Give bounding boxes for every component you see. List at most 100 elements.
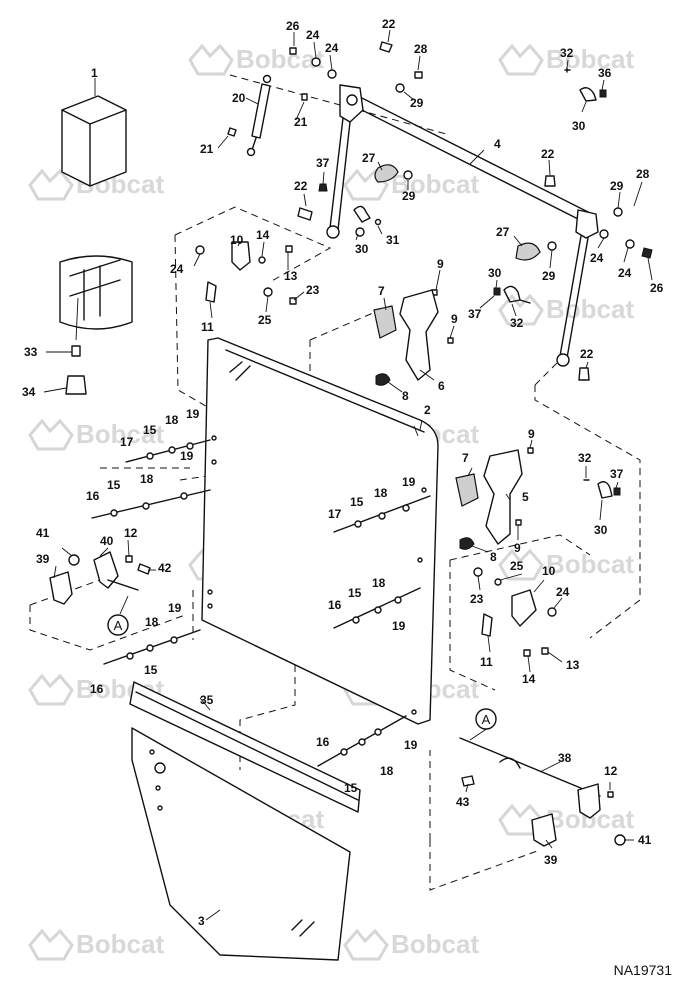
- callout-26: 26: [286, 19, 300, 33]
- callout-18: 18: [145, 615, 159, 629]
- callout-5: 5: [522, 490, 529, 504]
- watermark-1: Bobcat: [188, 43, 324, 76]
- callout-15: 15: [107, 478, 121, 492]
- part-2-window: [201, 337, 439, 725]
- callout-9: 9: [514, 541, 521, 555]
- callout-8: 8: [402, 389, 409, 403]
- callout-9: 9: [528, 427, 535, 441]
- callout-29: 29: [542, 269, 556, 283]
- callout-34: 34: [22, 385, 36, 399]
- callout-22: 22: [382, 17, 396, 31]
- callout-27: 27: [496, 225, 510, 239]
- callout-19: 19: [402, 475, 416, 489]
- callout-30: 30: [488, 266, 502, 280]
- callout-26: 26: [650, 281, 664, 295]
- callout-7: 7: [378, 284, 385, 298]
- hardware: [49, 41, 653, 847]
- callout-10: 10: [230, 233, 244, 247]
- callout-37: 37: [610, 467, 624, 481]
- callout-28: 28: [414, 42, 428, 56]
- callout-14: 14: [522, 672, 536, 686]
- callout-22: 22: [294, 179, 308, 193]
- callout-15: 15: [143, 423, 157, 437]
- watermark-text: Bobcat: [546, 294, 634, 324]
- callout-36: 36: [598, 66, 612, 80]
- callout-30: 30: [594, 523, 608, 537]
- watermark-15: Bobcat: [343, 928, 479, 961]
- callout-21: 21: [200, 142, 214, 156]
- callout-22: 22: [580, 347, 594, 361]
- callout-32: 32: [510, 316, 524, 330]
- callout-15: 15: [348, 586, 362, 600]
- watermark-2: Bobcat: [498, 43, 634, 76]
- part-1-box: [61, 95, 127, 187]
- part-35-channel: [129, 681, 361, 813]
- callout-11: 11: [201, 320, 214, 334]
- bobcat-head-icon: [498, 293, 544, 326]
- callout-23: 23: [306, 283, 320, 297]
- handle-lower: [455, 449, 523, 545]
- callout-15: 15: [144, 663, 158, 677]
- callout-7: 7: [462, 451, 469, 465]
- callout-14: 14: [256, 228, 270, 242]
- part-3-lower-window: [131, 727, 351, 961]
- callout-33: 33: [24, 345, 38, 359]
- callout-18: 18: [165, 413, 179, 427]
- callout-18: 18: [374, 486, 388, 500]
- hinge-inset: [59, 255, 133, 330]
- callout-28: 28: [636, 167, 650, 181]
- callout-35: 35: [200, 693, 214, 707]
- callout-4: 4: [494, 137, 501, 151]
- watermark-6: Bobcat: [28, 418, 164, 451]
- callout-37: 37: [316, 156, 330, 170]
- callout-19: 19: [180, 449, 194, 463]
- watermark-14: Bobcat: [28, 928, 164, 961]
- callout-19: 19: [392, 619, 406, 633]
- callout-30: 30: [572, 119, 586, 133]
- callout-8: 8: [490, 550, 497, 564]
- bobcat-head-icon: [498, 548, 544, 581]
- callout-13: 13: [284, 269, 298, 283]
- callout-2: 2: [424, 403, 431, 417]
- callout-29: 29: [410, 96, 424, 110]
- reference-marker-left: A: [107, 614, 129, 636]
- bobcat-head-icon: [188, 43, 234, 76]
- watermark-text: Bobcat: [391, 929, 479, 959]
- callout-18: 18: [372, 576, 386, 590]
- watermark-5: Bobcat: [498, 293, 634, 326]
- reference-marker-right: A: [475, 708, 497, 730]
- callout-22: 22: [541, 147, 555, 161]
- callout-23: 23: [470, 592, 484, 606]
- callout-19: 19: [186, 407, 200, 421]
- callout-39: 39: [544, 853, 558, 867]
- bobcat-head-icon: [28, 928, 74, 961]
- callout-43: 43: [456, 795, 470, 809]
- callout-30: 30: [355, 242, 369, 256]
- callout-42: 42: [158, 561, 172, 575]
- watermark-text: Bobcat: [76, 419, 164, 449]
- callout-11: 11: [480, 655, 493, 669]
- watermark-text: Bobcat: [76, 929, 164, 959]
- callout-19: 19: [404, 738, 418, 752]
- handle-upper: [373, 289, 439, 381]
- callout-31: 31: [386, 233, 400, 247]
- callout-15: 15: [350, 495, 364, 509]
- callout-12: 12: [604, 764, 618, 778]
- watermark-text: Bobcat: [546, 549, 634, 579]
- callout-16: 16: [328, 598, 342, 612]
- callout-32: 32: [578, 451, 592, 465]
- callout-17: 17: [120, 435, 134, 449]
- callout-24: 24: [590, 251, 604, 265]
- callout-9: 9: [437, 257, 444, 271]
- callout-9: 9: [451, 312, 458, 326]
- callout-24: 24: [306, 28, 320, 42]
- callout-18: 18: [380, 764, 394, 778]
- callout-29: 29: [402, 189, 416, 203]
- callout-16: 16: [90, 682, 104, 696]
- callout-27: 27: [362, 151, 376, 165]
- callout-40: 40: [100, 534, 114, 548]
- fastener-rows-left: [91, 439, 211, 665]
- callout-38: 38: [558, 751, 572, 765]
- watermark-text: Bobcat: [236, 44, 324, 74]
- part-20-gas-strut: [246, 74, 272, 157]
